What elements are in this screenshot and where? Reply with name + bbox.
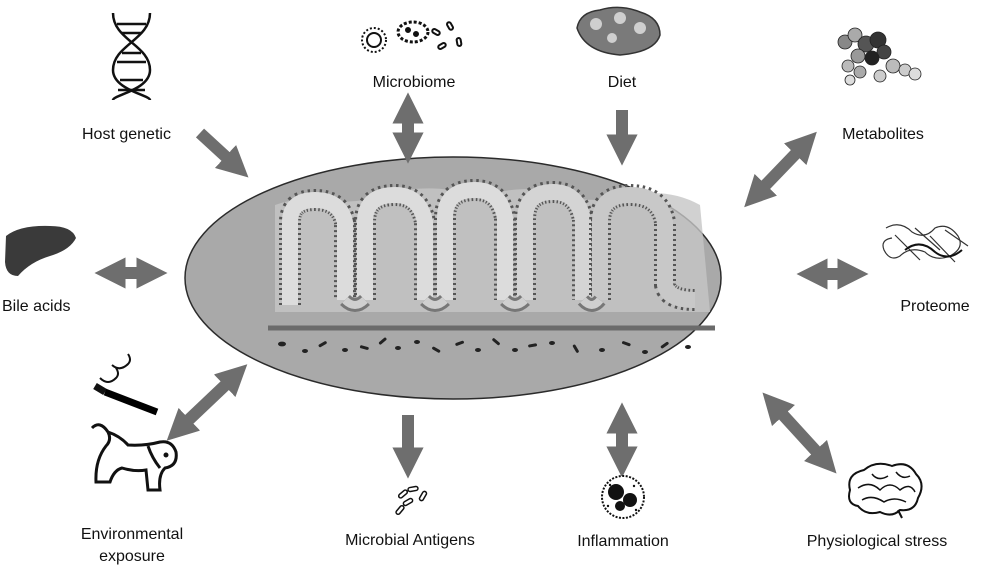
microbes-icon	[361, 20, 463, 53]
liver-icon	[5, 225, 76, 276]
label-proteome: Proteome	[900, 298, 970, 315]
food-icon	[576, 6, 661, 56]
arrow-metabolites	[744, 131, 817, 208]
cigarette-dog-icon	[90, 353, 178, 492]
dna-helix-icon	[111, 12, 152, 102]
label-environmental-line1: Environmental	[80, 526, 184, 543]
label-inflammation: Inflammation	[577, 533, 669, 550]
arrow-physiological-stress	[762, 392, 837, 474]
label-bile-acids: Bile acids	[2, 298, 71, 315]
label-physiological-stress: Physiological stress	[806, 533, 948, 550]
label-host-genetic: Host genetic	[82, 126, 171, 143]
label-environmental-line2: exposure	[99, 548, 165, 565]
label-metabolites: Metabolites	[842, 126, 924, 143]
bacteria-icon	[395, 485, 428, 516]
arrow-host-genetic	[195, 128, 249, 178]
molecule-icon	[837, 27, 922, 86]
label-microbial-antigens: Microbial Antigens	[345, 532, 475, 549]
label-environmental-exposure: Environmental exposure	[62, 524, 202, 568]
intestinal-villi	[279, 179, 696, 312]
arrow-environmental	[166, 364, 248, 441]
brain-icon	[848, 462, 923, 519]
lumen-bacteria	[278, 337, 691, 354]
protein-structure-icon	[882, 224, 969, 263]
label-diet: Diet	[607, 74, 637, 91]
immune-cell-icon	[601, 475, 645, 519]
label-microbiome: Microbiome	[372, 74, 456, 91]
